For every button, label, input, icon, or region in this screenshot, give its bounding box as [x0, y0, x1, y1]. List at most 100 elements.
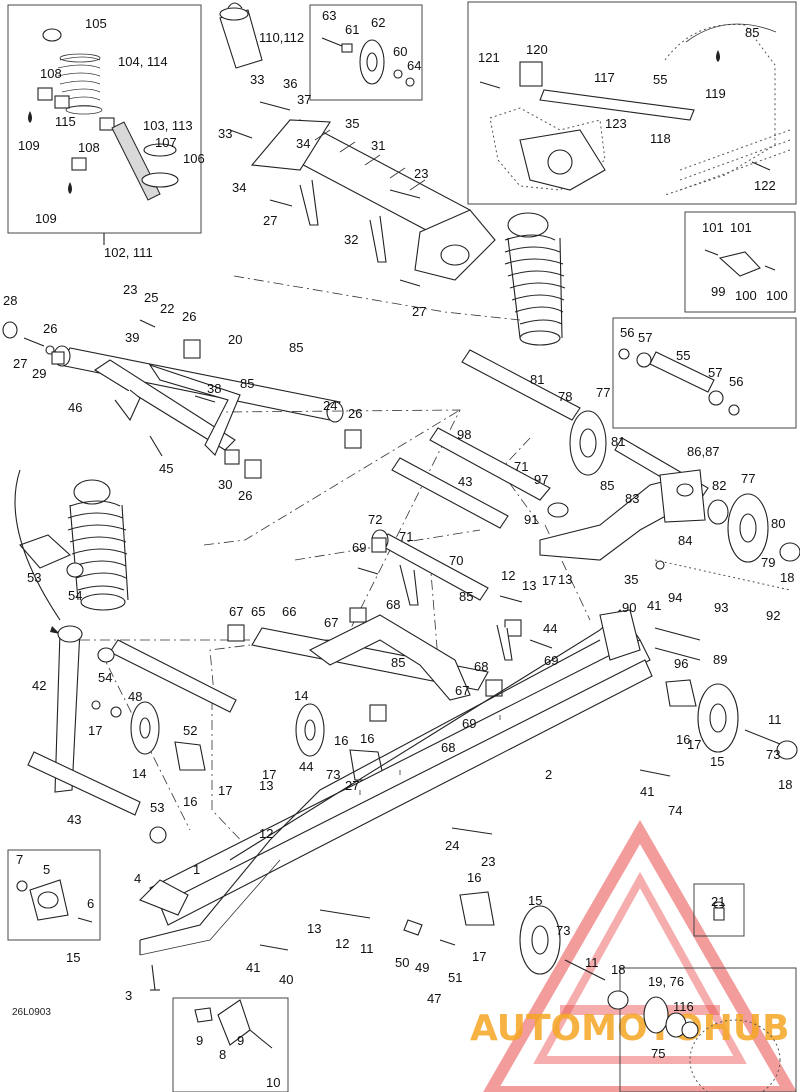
callout-top-right-box-2[interactable]: 117 — [594, 70, 615, 85]
callout-small-box-right-1[interactable]: 101 — [730, 220, 752, 235]
callout-top-center-13[interactable]: 23 — [414, 166, 428, 181]
callout-lower-center-10[interactable]: 41 — [640, 784, 654, 799]
callout-top-right-box-6[interactable]: 123 — [605, 116, 627, 131]
callout-wheels-1[interactable]: 78 — [558, 389, 572, 404]
callout-wheels-14[interactable]: 80 — [771, 516, 785, 531]
callout-left-lower-2[interactable]: 42 — [32, 678, 46, 693]
callout-wheels-15[interactable]: 84 — [678, 533, 692, 548]
callout-lower-center-12[interactable]: 11 — [768, 712, 782, 727]
callout-bottom-1[interactable]: 53 — [150, 800, 164, 815]
callout-top-left-box-6[interactable]: 107 — [155, 135, 177, 150]
callout-small-box-right-2[interactable]: 99 — [711, 284, 725, 299]
callout-wheels-9[interactable]: 85 — [600, 478, 614, 493]
callout-wheels-6[interactable]: 71 — [514, 459, 528, 474]
callout-idler-box-4[interactable]: 56 — [729, 374, 743, 389]
callout-lower-center-14[interactable]: 15 — [710, 754, 724, 769]
callout-top-right-box-3[interactable]: 55 — [653, 72, 667, 87]
callout-idler-box-1[interactable]: 57 — [638, 330, 652, 345]
callout-bottom-4[interactable]: 7 — [16, 852, 23, 867]
callout-bottom-20[interactable]: 15 — [528, 893, 542, 908]
callout-mid-16[interactable]: 68 — [474, 659, 488, 674]
callout-bottom-3[interactable]: 4 — [134, 871, 141, 886]
callout-top-center-16[interactable]: 32 — [344, 232, 358, 247]
callout-top-center-3[interactable]: 62 — [371, 15, 385, 30]
callout-left-lower-8[interactable]: 14 — [294, 688, 308, 703]
callout-wheels-7[interactable]: 97 — [534, 472, 548, 487]
callout-idler-box-0[interactable]: 56 — [620, 325, 634, 340]
callout-bottom-2[interactable]: 1 — [193, 862, 200, 877]
callout-wheels-16[interactable]: 79 — [761, 555, 775, 570]
callout-bottom-15[interactable]: 49 — [415, 960, 429, 975]
callout-idler-box-2[interactable]: 55 — [676, 348, 690, 363]
callout-wheels-21[interactable]: 92 — [766, 608, 780, 623]
callout-left-lower-12[interactable]: 67 — [455, 683, 469, 698]
callout-bottom-29[interactable]: 8 — [219, 1047, 226, 1062]
callout-bottom-0[interactable]: 43 — [67, 812, 81, 827]
callout-mid-0[interactable]: 72 — [368, 512, 382, 527]
callout-mid-10[interactable]: 65 — [251, 604, 265, 619]
callout-bottom-17[interactable]: 47 — [427, 991, 441, 1006]
callout-lower-center-7[interactable]: 24 — [445, 838, 459, 853]
callout-mid-20[interactable]: 96 — [674, 656, 688, 671]
callout-mid-4[interactable]: 68 — [386, 597, 400, 612]
callout-left-lower-1[interactable]: 54 — [68, 588, 82, 603]
callout-small-box-right-3[interactable]: 100 — [735, 288, 757, 303]
callout-lower-center-16[interactable]: 17 — [687, 737, 701, 752]
callout-rear-arm-18[interactable]: 26 — [238, 488, 252, 503]
callout-wheels-11[interactable]: 83 — [625, 491, 639, 506]
callout-mid-14[interactable]: 85 — [391, 655, 405, 670]
callout-top-center-12[interactable]: 31 — [371, 138, 385, 153]
callout-idler-box-3[interactable]: 57 — [708, 365, 722, 380]
callout-bottom-25[interactable]: 19, 76 — [648, 974, 684, 989]
callout-bottom-9[interactable]: 41 — [246, 960, 260, 975]
callout-top-center-11[interactable]: 34 — [296, 136, 310, 151]
callout-top-center-10[interactable]: 33 — [218, 126, 232, 141]
callout-wheels-13[interactable]: 77 — [741, 471, 755, 486]
callout-lower-center-13[interactable]: 73 — [766, 747, 780, 762]
callout-top-center-9[interactable]: 35 — [345, 116, 359, 131]
callout-bottom-8[interactable]: 3 — [125, 988, 132, 1003]
callout-top-left-box-8[interactable]: 108 — [78, 140, 100, 155]
callout-bottom-26[interactable]: 116 — [673, 999, 694, 1014]
callout-mid-1[interactable]: 71 — [399, 529, 413, 544]
callout-bottom-27[interactable]: 75 — [651, 1046, 665, 1061]
callout-left-lower-10[interactable]: 17 — [218, 783, 232, 798]
callout-top-center-14[interactable]: 34 — [232, 180, 246, 195]
callout-mid-12[interactable]: 67 — [324, 615, 338, 630]
callout-left-lower-14[interactable]: 68 — [441, 740, 455, 755]
callout-left-lower-7[interactable]: 14 — [132, 766, 146, 781]
callout-top-left-box-3[interactable]: 115 — [55, 114, 76, 129]
callout-lower-center-9[interactable]: 2 — [545, 767, 552, 782]
callout-top-left-box-2[interactable]: 108 — [40, 66, 62, 81]
callout-bottom-12[interactable]: 12 — [335, 936, 349, 951]
callout-left-lower-3[interactable]: 54 — [98, 670, 112, 685]
callout-top-left-box-9[interactable]: 109 — [35, 211, 57, 226]
callout-top-right-box-4[interactable]: 119 — [705, 86, 726, 101]
callout-rear-arm-9[interactable]: 20 — [228, 332, 242, 347]
callout-lower-center-8[interactable]: 23 — [481, 854, 495, 869]
callout-rear-arm-0[interactable]: 28 — [3, 293, 17, 308]
callout-rear-arm-4[interactable]: 26 — [182, 309, 196, 324]
callout-top-center-15[interactable]: 27 — [263, 213, 277, 228]
callout-bottom-31[interactable]: 10 — [266, 1075, 280, 1090]
callout-bottom-21[interactable]: 73 — [556, 923, 570, 938]
callout-top-center-6[interactable]: 33 — [250, 72, 264, 87]
callout-left-lower-0[interactable]: 53 — [27, 570, 41, 585]
callout-bottom-22[interactable]: 11 — [585, 955, 599, 970]
callout-wheels-19[interactable]: 94 — [668, 590, 682, 605]
callout-wheels-8[interactable]: 43 — [458, 474, 472, 489]
callout-bottom-5[interactable]: 5 — [43, 862, 50, 877]
callout-top-right-box-8[interactable]: 122 — [754, 178, 776, 193]
callout-bottom-10[interactable]: 40 — [279, 972, 293, 987]
callout-lower-center-4[interactable]: 27 — [345, 778, 359, 793]
callout-bottom-14[interactable]: 50 — [395, 955, 409, 970]
callout-top-center-1[interactable]: 63 — [322, 8, 336, 23]
callout-rear-arm-3[interactable]: 22 — [160, 301, 174, 316]
callout-left-lower-6[interactable]: 52 — [183, 723, 197, 738]
callout-lower-center-15[interactable]: 16 — [676, 732, 690, 747]
callout-rear-arm-11[interactable]: 38 — [207, 381, 221, 396]
callout-wheels-0[interactable]: 81 — [530, 372, 544, 387]
callout-wheels-18[interactable]: 35 — [624, 572, 638, 587]
callout-bottom-6[interactable]: 6 — [87, 896, 94, 911]
callout-wheels-10[interactable]: 91 — [524, 512, 538, 527]
